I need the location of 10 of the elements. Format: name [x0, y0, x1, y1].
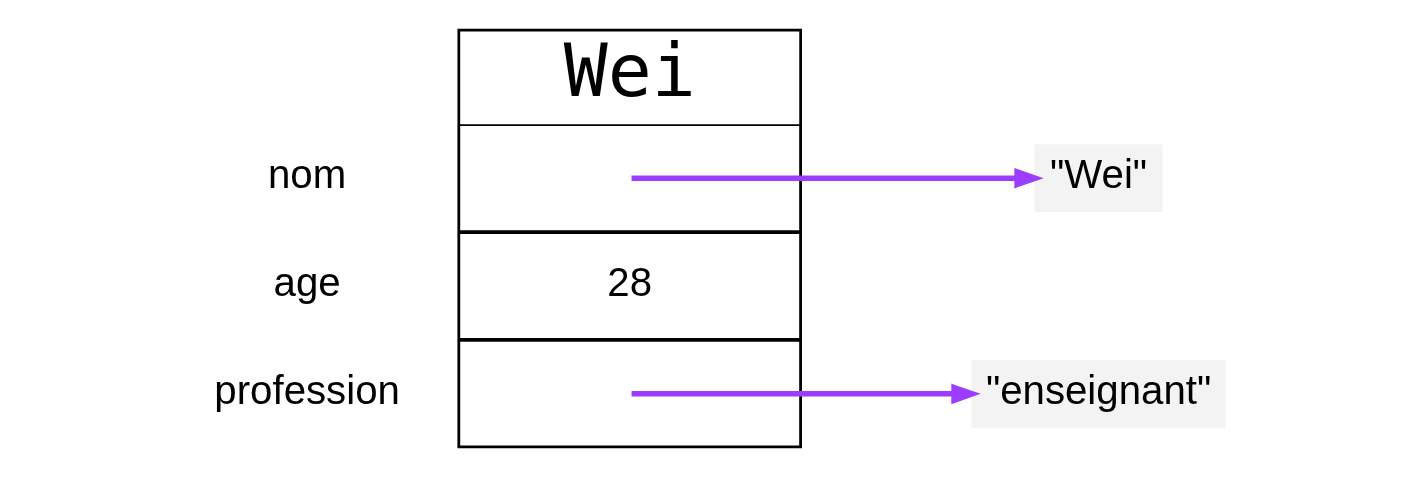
node-box: [457, 339, 802, 448]
node-box: 28: [457, 232, 802, 340]
arrow: [631, 383, 981, 405]
node-box: [457, 124, 802, 233]
arrow: [631, 167, 1044, 189]
node-box: "Wei": [1034, 144, 1163, 212]
node-box: "enseignant": [971, 360, 1226, 428]
node-label: profession: [214, 368, 400, 414]
node-label: age: [273, 260, 341, 306]
node-label: nom: [268, 152, 347, 198]
